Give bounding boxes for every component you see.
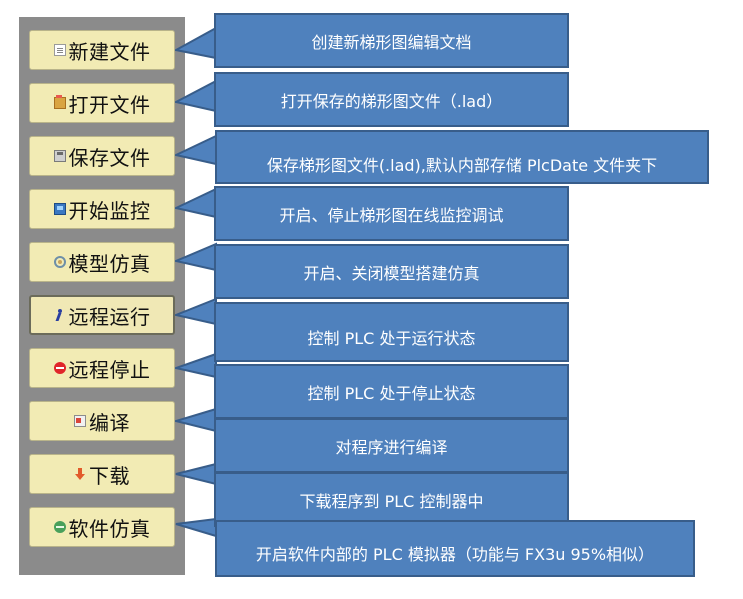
callout-text: 控制 PLC 处于停止状态 [307,383,476,403]
stop-icon [53,362,66,374]
callout-software-simulation: 开启软件内部的 PLC 模拟器（功能与 FX3u 95%相似） [215,520,695,577]
compile-button[interactable]: 编译 [29,401,175,441]
download-label: 下载 [89,463,130,488]
callout-text: 开启、停止梯形图在线监控调试 [279,205,504,225]
callout-monitor: 开启、停止梯形图在线监控调试 [214,186,569,241]
callout-text: 打开保存的梯形图文件（.lad） [280,91,503,111]
callout-remote-run: 控制 PLC 处于运行状态 [214,302,569,362]
open-file-button[interactable]: 打开文件 [29,83,175,123]
compile-label: 编译 [89,410,130,435]
compile-icon [74,415,86,427]
start-monitor-button[interactable]: 开始监控 [29,189,175,229]
save-file-button[interactable]: 保存文件 [29,136,175,176]
callout-text: 开启软件内部的 PLC 模拟器（功能与 FX3u 95%相似） [255,544,655,564]
remote-stop-label: 远程停止 [68,357,151,382]
callout-new-file: 创建新梯形图编辑文档 [214,13,569,68]
download-button[interactable]: 下载 [29,454,175,494]
monitor-icon [53,203,66,215]
open-file-label: 打开文件 [68,92,151,117]
run-icon [54,309,66,321]
callout-model-simulation: 开启、关闭模型搭建仿真 [214,244,569,299]
callout-compile: 对程序进行编译 [214,418,569,473]
new-file-button[interactable]: 新建文件 [29,30,175,70]
callout-text: 下载程序到 PLC 控制器中 [299,491,484,511]
remote-run-label: 远程运行 [68,304,151,329]
callout-text: 保存梯形图文件(.lad),默认内部存储 PlcDate 文件夹下 [266,156,658,175]
model-simulation-icon [53,256,66,268]
callout-download: 下载程序到 PLC 控制器中 [214,472,569,527]
remote-run-button[interactable]: 远程运行 [29,295,175,335]
software-simulation-icon [53,521,66,533]
callout-text: 对程序进行编译 [335,437,448,457]
remote-stop-button[interactable]: 远程停止 [29,348,175,388]
callout-remote-stop: 控制 PLC 处于停止状态 [214,364,569,419]
start-monitor-label: 开始监控 [68,198,151,223]
software-simulation-button[interactable]: 软件仿真 [29,507,175,547]
callout-text: 创建新梯形图编辑文档 [311,32,472,52]
save-file-icon [53,150,66,162]
download-arrow-icon [74,468,86,480]
save-file-label: 保存文件 [68,145,151,170]
callout-save-file: 保存梯形图文件(.lad),默认内部存储 PlcDate 文件夹下 [215,130,709,184]
model-simulation-button[interactable]: 模型仿真 [29,242,175,282]
callout-text: 控制 PLC 处于运行状态 [307,329,476,348]
new-file-label: 新建文件 [68,39,151,64]
callout-text: 开启、关闭模型搭建仿真 [303,263,480,283]
model-simulation-label: 模型仿真 [68,251,151,276]
callout-open-file: 打开保存的梯形图文件（.lad） [214,72,569,127]
open-file-icon [53,95,66,109]
new-file-icon [53,44,66,56]
software-simulation-label: 软件仿真 [68,516,151,541]
